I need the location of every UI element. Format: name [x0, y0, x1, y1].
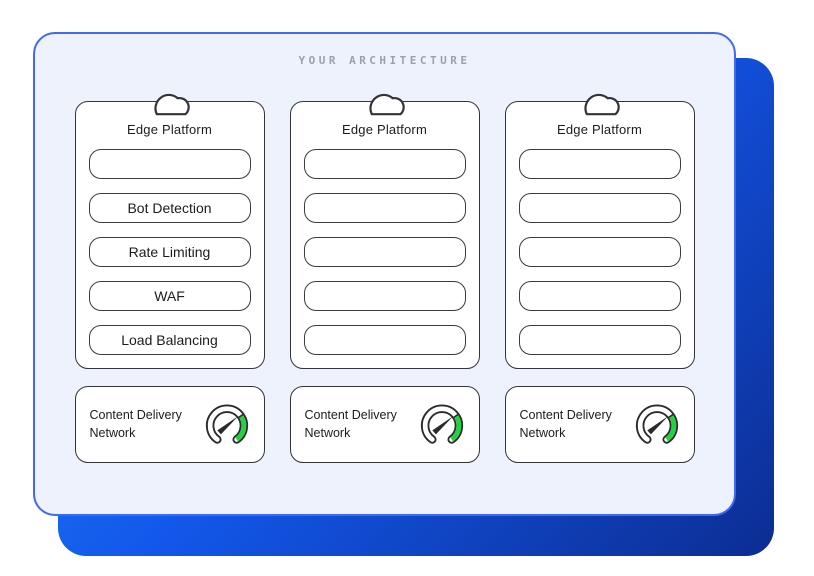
edge-platform-label: Edge Platform [557, 122, 642, 137]
edge-platform-label: Edge Platform [342, 122, 427, 137]
platform-slot[interactable] [303, 193, 466, 223]
cloud-icon [368, 93, 405, 116]
platform-slot[interactable] [518, 237, 681, 267]
platform-slot[interactable] [303, 149, 466, 179]
panel-title: YOUR ARCHITECTURE [298, 54, 471, 67]
platform-slot[interactable] [303, 325, 466, 355]
platform-slot-waf[interactable]: WAF [88, 281, 251, 311]
gauge-icon [415, 402, 469, 447]
slot-list [291, 137, 479, 355]
architecture-column-1: Edge Platform Bot Detection Rate Limitin… [74, 93, 265, 463]
cdn-label: Content Delivery Network [304, 407, 397, 440]
slot-list: Bot Detection Rate Limiting WAF Load Bal… [76, 137, 264, 355]
platform-slot-rate-limiting[interactable]: Rate Limiting [88, 237, 251, 267]
cdn-label: Content Delivery Network [519, 407, 612, 440]
edge-platform-card: Edge Platform [504, 93, 695, 369]
platform-slot[interactable] [518, 325, 681, 355]
gauge-icon [630, 402, 684, 447]
architecture-column-2: Edge Platform Content Delivery Network [289, 93, 480, 463]
platform-slot[interactable] [518, 149, 681, 179]
slot-label: WAF [154, 288, 185, 304]
slot-list [506, 137, 694, 355]
edge-platform-label: Edge Platform [127, 122, 212, 137]
architecture-columns: Edge Platform Bot Detection Rate Limitin… [35, 93, 734, 463]
platform-slot[interactable] [88, 149, 251, 179]
cdn-card: Content Delivery Network [289, 386, 480, 463]
cloud-icon [153, 93, 190, 116]
edge-platform-card: Edge Platform Bot Detection Rate Limitin… [74, 93, 265, 369]
platform-slot[interactable] [303, 237, 466, 267]
architecture-column-3: Edge Platform Content Delivery Network [504, 93, 695, 463]
platform-slot[interactable] [518, 281, 681, 311]
slot-label: Load Balancing [121, 332, 218, 348]
cdn-card: Content Delivery Network [74, 386, 265, 463]
platform-slot[interactable] [518, 193, 681, 223]
platform-slot-load-balancing[interactable]: Load Balancing [88, 325, 251, 355]
cdn-label: Content Delivery Network [89, 407, 182, 440]
slot-label: Bot Detection [127, 200, 212, 216]
slot-label: Rate Limiting [128, 244, 211, 260]
cdn-card: Content Delivery Network [504, 386, 695, 463]
platform-slot[interactable] [303, 281, 466, 311]
gauge-icon [200, 402, 254, 447]
cloud-icon [583, 93, 620, 116]
platform-slot-bot-detection[interactable]: Bot Detection [88, 193, 251, 223]
architecture-panel: YOUR ARCHITECTURE Edge Platform Bot Dete… [33, 32, 736, 516]
edge-platform-card: Edge Platform [289, 93, 480, 369]
